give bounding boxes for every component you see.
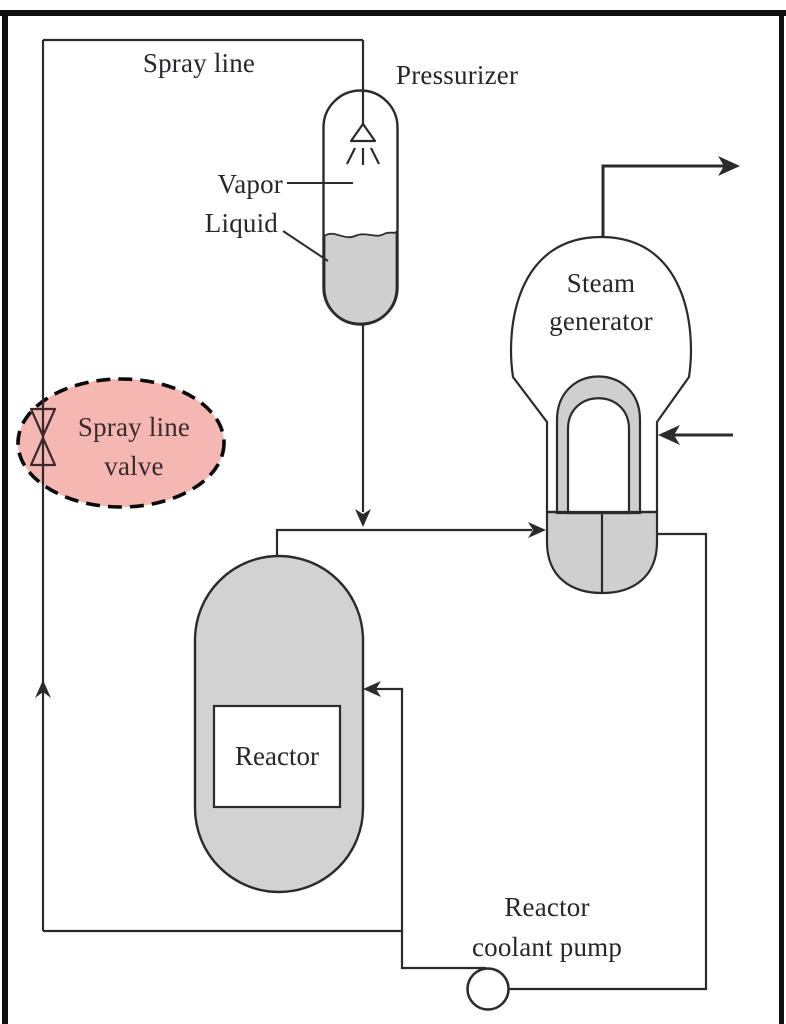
reactor-riser-pipe [275, 528, 532, 557]
spray-line-valve-label: Spray line valve [77, 412, 191, 481]
pressurizer-label: Pressurizer [396, 60, 519, 90]
pump-circle-icon [466, 967, 510, 1011]
liquid-label: Liquid [204, 208, 278, 238]
pressurizer-liquid [323, 230, 398, 325]
vapor-label: Vapor [217, 169, 283, 199]
steam-outlet-arrow-icon [718, 156, 740, 176]
reactor-label: Reactor [235, 741, 319, 771]
hot-leg-arrow-icon [528, 522, 546, 538]
steam-outlet-pipe [601, 164, 724, 238]
pump-outlet-line [490, 532, 708, 991]
cold-leg-line [375, 687, 486, 970]
feedwater-arrow-icon [658, 425, 680, 445]
liquid-pointer-line [282, 230, 329, 262]
spray-nozzle-icon [346, 122, 380, 165]
reactor-coolant-pump-label: Reactor coolant pump [471, 892, 623, 962]
reactor-core-box [212, 704, 342, 809]
frame-border-left [2, 10, 8, 1024]
cold-leg-arrow-icon [363, 681, 381, 697]
spray-flow-up-arrow-icon [35, 680, 51, 698]
frame-border-top [0, 10, 786, 16]
steam-generator-shell [509, 235, 693, 512]
sg-utube-inner [566, 397, 631, 515]
spray-valve-icon [29, 407, 57, 467]
spray-valve-highlight [16, 377, 226, 509]
frame-border-right [779, 10, 784, 1024]
spray-line-label: Spray line [142, 48, 256, 78]
steam-generator-label: Steam generator [549, 268, 653, 336]
surge-down-arrow-icon [355, 509, 371, 527]
